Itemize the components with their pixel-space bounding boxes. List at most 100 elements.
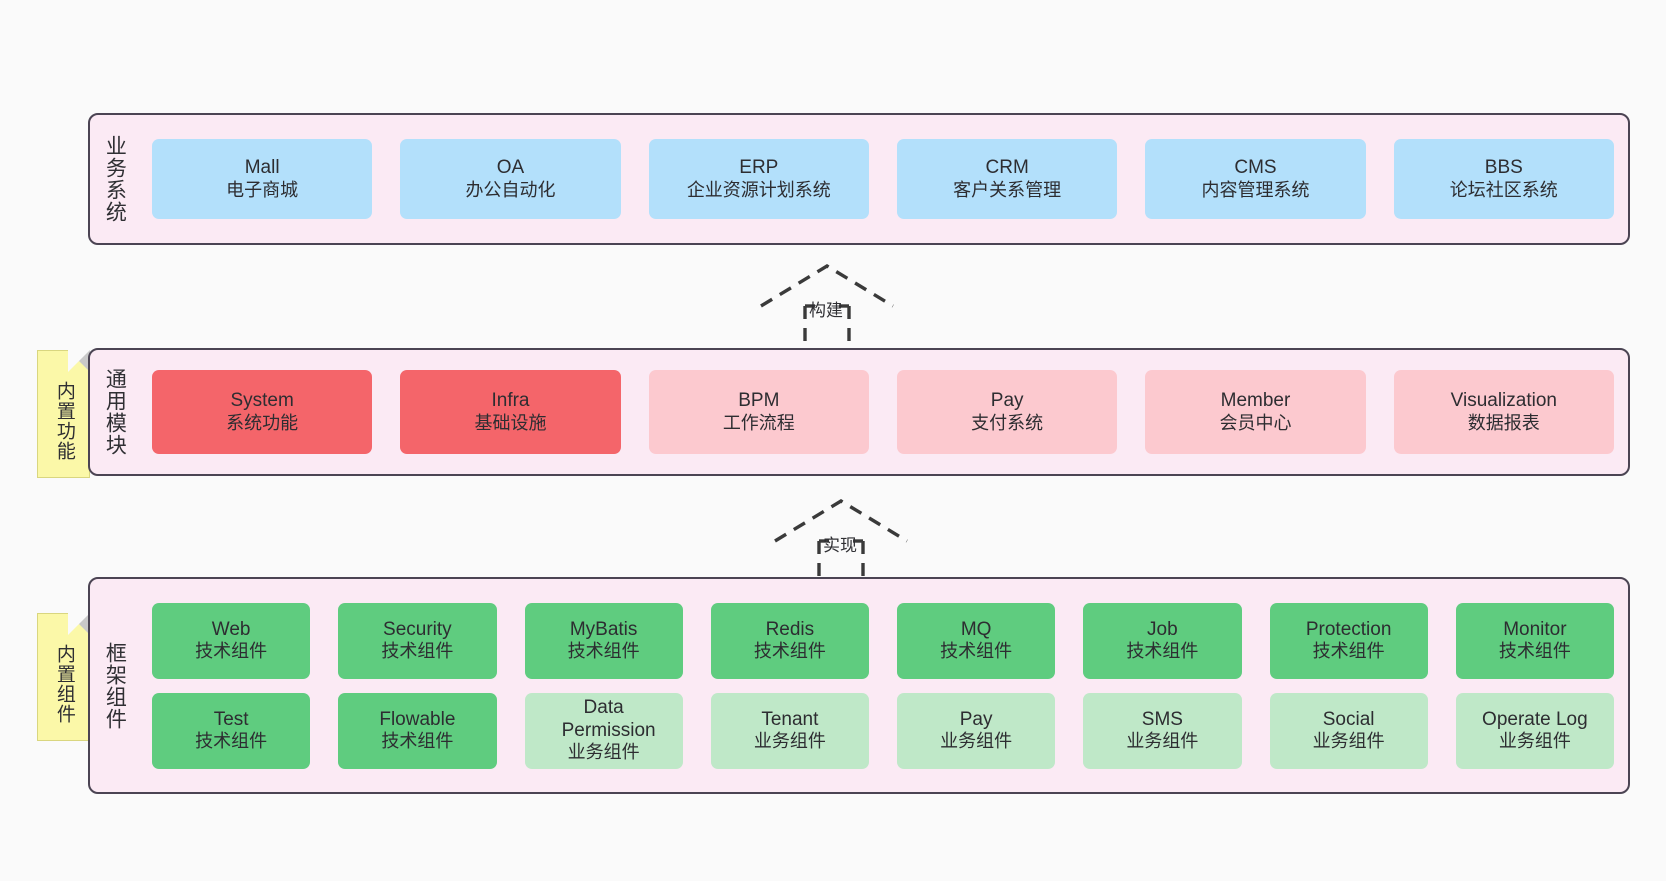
card-cms[interactable]: CMS 内容管理系统	[1145, 139, 1366, 219]
card-member[interactable]: Member 会员中心	[1145, 370, 1366, 454]
note-builtin-component: 内置组件	[37, 613, 90, 741]
card-title-cn: 业务组件	[1312, 731, 1385, 752]
card-crm[interactable]: CRM 客户关系管理	[896, 139, 1118, 219]
card-pay-module[interactable]: Pay 支付系统	[896, 370, 1118, 454]
card-title-cn: 技术组件	[1312, 641, 1385, 662]
card-title-en: Test	[213, 708, 249, 730]
card-title-cn: 技术组件	[567, 641, 640, 662]
card-title-en: Infra	[491, 390, 530, 412]
card-title-cn: 业务组件	[1498, 731, 1571, 752]
connector-build-label: 构建	[809, 301, 843, 320]
card-title-en: Security	[383, 618, 452, 640]
card-title-cn: 客户关系管理	[953, 179, 1062, 200]
card-title-cn: 企业资源计划系统	[686, 179, 831, 200]
card-title-en: CMS	[1234, 157, 1277, 179]
card-title-cn: 技术组件	[1126, 641, 1199, 662]
card-system[interactable]: System 系统功能	[152, 370, 373, 454]
layer-title-business-system: 业务系统	[103, 135, 127, 223]
card-web[interactable]: Web 技术组件	[152, 602, 311, 679]
card-title-cn: 业务组件	[753, 731, 826, 752]
card-title-en: Mall	[244, 157, 280, 179]
framework-row-tech: Web 技术组件 Security 技术组件 MyBatis 技术组件 Redi…	[138, 602, 1628, 679]
card-erp[interactable]: ERP 企业资源计划系统	[648, 139, 869, 219]
card-title-cn: 数据报表	[1467, 412, 1540, 433]
card-social[interactable]: Social 业务组件	[1269, 692, 1428, 769]
card-redis[interactable]: Redis 技术组件	[710, 602, 869, 679]
card-title-en: Operate Log	[1482, 708, 1588, 730]
note-builtin-function-label: 内置功能	[53, 381, 75, 461]
card-bpm[interactable]: BPM 工作流程	[648, 370, 869, 454]
card-title-en: BBS	[1484, 157, 1523, 179]
card-tenant[interactable]: Tenant 业务组件	[710, 692, 869, 769]
card-title-cn: 支付系统	[971, 412, 1044, 433]
card-title-en: BPM	[738, 390, 780, 412]
card-test[interactable]: Test 技术组件	[152, 692, 311, 769]
card-title-en: Web	[211, 618, 251, 640]
card-title-en: Monitor	[1503, 618, 1567, 640]
card-job[interactable]: Job 技术组件	[1083, 602, 1242, 679]
card-mall[interactable]: Mall 电子商城	[152, 139, 373, 219]
card-title-cn: 工作流程	[722, 412, 795, 433]
card-title-cn: 技术组件	[195, 641, 268, 662]
card-title-cn: 会员中心	[1219, 412, 1292, 433]
card-title-cn: 技术组件	[381, 731, 454, 752]
layer-business-system: 业务系统 Mall 电子商城 OA 办公自动化 ERP 企业资源计划系统 CRM…	[88, 113, 1630, 245]
card-protection[interactable]: Protection 技术组件	[1269, 602, 1428, 679]
card-title-en: Visualization	[1450, 390, 1557, 412]
card-title-en: Pay	[990, 390, 1024, 412]
card-title-cn: 业务组件	[1126, 731, 1199, 752]
card-title-cn: 办公自动化	[465, 179, 556, 200]
card-infra[interactable]: Infra 基础设施	[400, 370, 621, 454]
layer-title-common-module: 通用模块	[103, 368, 127, 456]
card-title-cn: 基础设施	[474, 412, 547, 433]
card-title-en: Protection	[1305, 618, 1392, 640]
card-bbs[interactable]: BBS 论坛社区系统	[1393, 139, 1614, 219]
card-title-en: Data Permission	[561, 697, 656, 741]
card-title-cn: 内容管理系统	[1201, 179, 1310, 200]
card-data-permission[interactable]: Data Permission 业务组件	[524, 692, 683, 769]
folded-corner-cut-icon	[68, 350, 90, 372]
layer-framework-component: 框架组件 Web 技术组件 Security 技术组件 MyBatis 技术组件…	[88, 577, 1630, 794]
card-title-en: Redis	[765, 618, 815, 640]
card-title-en: Pay	[959, 708, 993, 730]
card-title-cn: 业务组件	[567, 742, 640, 763]
card-title-cn: 论坛社区系统	[1449, 179, 1558, 200]
card-security[interactable]: Security 技术组件	[338, 602, 497, 679]
card-title-en: SMS	[1141, 708, 1183, 730]
card-title-en: CRM	[985, 157, 1029, 179]
card-title-en: Social	[1322, 708, 1375, 730]
arrow-head-outline	[760, 264, 894, 308]
card-title-en: OA	[496, 157, 525, 179]
card-pay-component[interactable]: Pay 业务组件	[897, 692, 1056, 769]
card-visualization[interactable]: Visualization 数据报表	[1393, 370, 1614, 454]
card-title-en: System	[230, 390, 294, 412]
connector-implement: 实现	[771, 497, 911, 577]
layer-common-module: 通用模块 System 系统功能 Infra 基础设施 BPM 工作流程 Pay…	[88, 348, 1630, 476]
arrow-head-outline	[774, 499, 908, 543]
framework-row-business: Test 技术组件 Flowable 技术组件 Data Permission …	[138, 692, 1628, 769]
card-title-cn: 技术组件	[195, 731, 268, 752]
card-sms[interactable]: SMS 业务组件	[1083, 692, 1242, 769]
card-mq[interactable]: MQ 技术组件	[897, 602, 1056, 679]
card-title-en: Job	[1147, 618, 1178, 640]
common-module-cards: System 系统功能 Infra 基础设施 BPM 工作流程 Pay 支付系统…	[138, 350, 1628, 474]
card-title-cn: 技术组件	[753, 641, 826, 662]
card-title-en: Member	[1220, 390, 1291, 412]
card-title-cn: 电子商城	[226, 179, 299, 200]
card-operate-log[interactable]: Operate Log 业务组件	[1455, 692, 1614, 769]
business-system-cards: Mall 电子商城 OA 办公自动化 ERP 企业资源计划系统 CRM 客户关系…	[138, 115, 1628, 243]
card-mybatis[interactable]: MyBatis 技术组件	[524, 602, 683, 679]
card-title-en: Tenant	[761, 708, 819, 730]
card-flowable[interactable]: Flowable 技术组件	[338, 692, 497, 769]
card-oa[interactable]: OA 办公自动化	[400, 139, 621, 219]
connector-build: 构建	[757, 262, 897, 342]
note-builtin-component-label: 内置组件	[53, 644, 75, 724]
card-monitor[interactable]: Monitor 技术组件	[1455, 602, 1614, 679]
framework-component-rows: Web 技术组件 Security 技术组件 MyBatis 技术组件 Redi…	[138, 579, 1628, 792]
card-title-cn: 业务组件	[940, 731, 1013, 752]
note-builtin-function: 内置功能	[37, 350, 90, 478]
card-title-cn: 技术组件	[1498, 641, 1571, 662]
folded-corner-cut-icon	[68, 613, 90, 635]
card-title-cn: 技术组件	[940, 641, 1013, 662]
